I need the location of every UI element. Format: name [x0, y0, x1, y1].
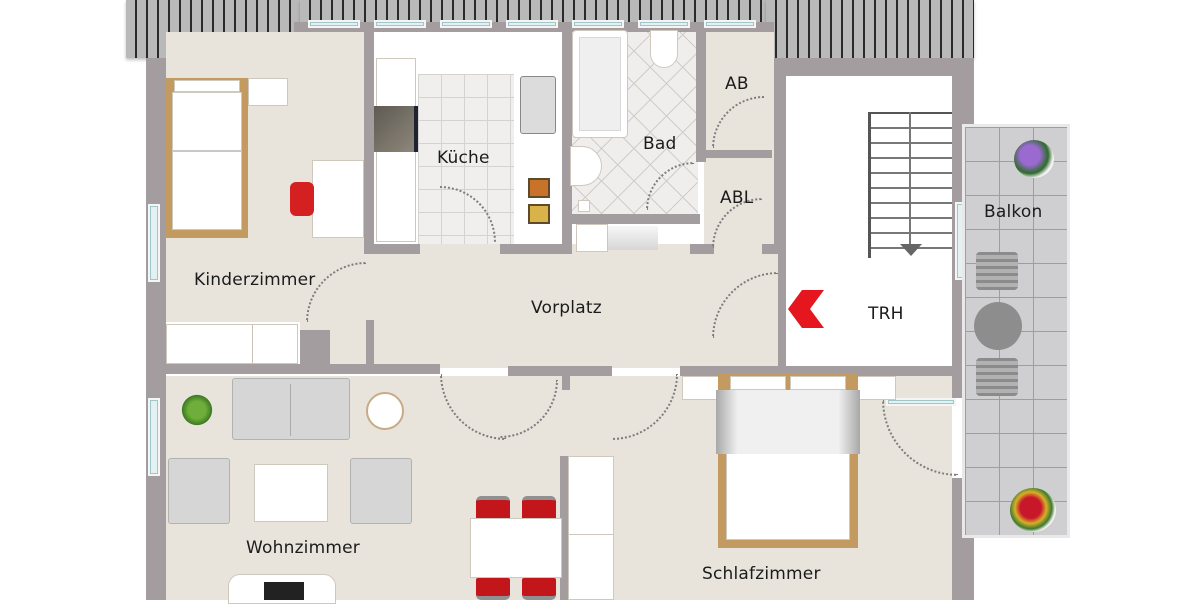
window-wohn-side: [148, 398, 160, 476]
dining-chair-3: [476, 578, 510, 600]
coffee-table: [254, 464, 328, 522]
washbasin-icon: [570, 146, 602, 186]
window-ab: [704, 20, 756, 28]
armchair-right: [350, 458, 412, 524]
room-vorplatz: [300, 244, 778, 368]
tv-icon: [264, 582, 304, 600]
fruit-basket-icon: [528, 178, 550, 198]
bathtub-icon: [572, 30, 628, 138]
wall-bedroom-top: [680, 366, 952, 376]
flower-pot-purple-icon: [1014, 140, 1054, 178]
window-kueche-3: [440, 20, 492, 28]
window-kueche-2: [374, 20, 426, 28]
dining-table: [470, 518, 562, 578]
wall-ab-abl: [700, 150, 772, 158]
kitchen-tiles: [418, 74, 514, 244]
wall-living-stub: [562, 366, 570, 390]
balcony-chair-top: [976, 252, 1018, 290]
kids-wardrobe: [166, 324, 298, 364]
kids-bed-pillow: [174, 80, 240, 92]
double-bed-pillow-right: [790, 376, 846, 390]
window-kinder-side: [148, 204, 160, 282]
kids-bed-divider: [172, 150, 242, 152]
side-table-icon: [366, 392, 404, 430]
wall-abl-bottom-right: [762, 244, 786, 254]
wall-vorplatz-stub: [366, 320, 374, 370]
window-bad-3: [638, 20, 690, 28]
armchair-left: [168, 458, 230, 524]
balcony-chair-bottom: [976, 358, 1018, 396]
label-ab: AB: [725, 74, 749, 94]
label-kinderzimmer: Kinderzimmer: [194, 270, 316, 290]
window-bad-1: [506, 20, 558, 28]
roof-top-center: [300, 0, 780, 22]
roof-right: [766, 0, 974, 58]
wall-kueche-bottom-left: [364, 244, 420, 254]
wall-kueche-bottom-right: [500, 244, 570, 254]
dining-chair-4: [522, 578, 556, 600]
sideboard: [568, 456, 614, 600]
double-bed-blanket: [716, 390, 860, 454]
label-vorplatz: Vorplatz: [531, 298, 602, 318]
kids-desk: [312, 160, 364, 238]
sofa: [232, 378, 350, 440]
wall-kinder-kueche: [364, 32, 374, 254]
wall-ab-trh: [774, 58, 786, 254]
wall-kueche-bad: [562, 32, 572, 254]
wall-living-center: [508, 366, 612, 376]
kids-nightstand: [248, 78, 288, 106]
wall-kinder-bottom: [166, 364, 440, 374]
wall-top-right: [766, 58, 974, 76]
bathroom-cabinet: [578, 200, 590, 212]
stair-center-line: [909, 112, 911, 252]
flower-pot-red-icon: [1010, 488, 1056, 532]
window-bad-2: [572, 20, 624, 28]
dining-chair-1: [476, 496, 510, 520]
double-bed-pillow-left: [730, 376, 786, 390]
label-balkon: Balkon: [984, 202, 1043, 222]
wall-living-bedroom: [560, 456, 568, 600]
label-schlafzimmer: Schlafzimmer: [702, 564, 821, 584]
kitchen-sink-icon: [520, 76, 556, 134]
kids-bed-mattress: [172, 92, 242, 230]
kids-desk-chair-icon: [290, 182, 314, 216]
dining-chair-2: [522, 496, 556, 520]
sideboard-split: [568, 534, 614, 535]
window-kueche-1: [308, 20, 360, 28]
kitchen-stove-icon: [374, 106, 418, 152]
label-bad: Bad: [643, 134, 677, 154]
wall-trh-left: [778, 254, 786, 366]
wall-bad-bottom: [572, 214, 700, 224]
fruit-basket-2-icon: [528, 204, 550, 224]
wall-abl-bottom: [690, 244, 714, 254]
kids-wardrobe-split: [252, 324, 253, 364]
label-wohnzimmer: Wohnzimmer: [246, 538, 360, 558]
label-trh: TRH: [868, 304, 904, 324]
outer-wall-left: [146, 58, 166, 600]
sofa-divider: [290, 384, 291, 436]
label-kueche: Küche: [437, 148, 490, 168]
balcony-table: [974, 302, 1022, 350]
hall-shoe-cabinet: [576, 224, 608, 252]
stair-direction-arrow-icon: [900, 244, 922, 256]
wall-bad-ab: [696, 32, 706, 162]
chimney: [300, 330, 330, 364]
toilet-icon: [650, 30, 678, 68]
hall-bench: [608, 226, 658, 250]
entrance-arrow-icon: [788, 290, 824, 328]
plant-icon: [180, 392, 214, 428]
